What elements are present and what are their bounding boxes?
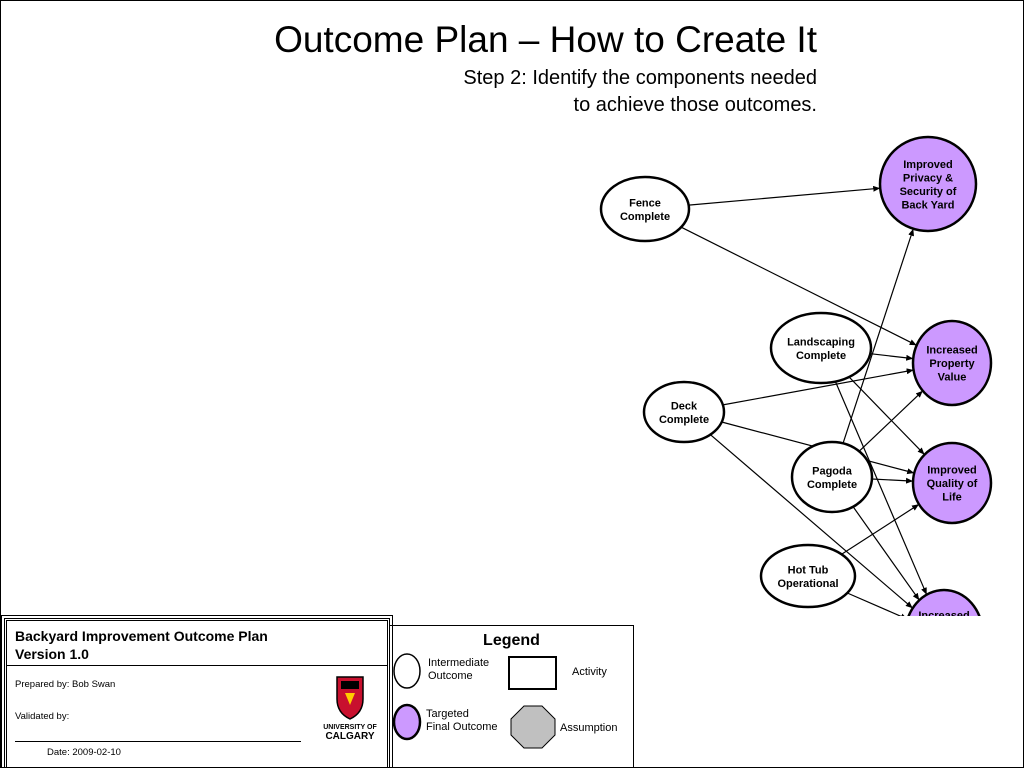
legend-title: Legend (483, 632, 540, 649)
node-fence-label-1: Complete (620, 211, 670, 223)
outcome-diagram: FenceCompleteLandscapingCompleteDeckComp… (599, 135, 993, 616)
node-privacy-label-3: Back Yard (901, 199, 954, 211)
node-deck-shape (642, 380, 726, 444)
node-property-shape (911, 319, 993, 407)
activity-symbol (508, 656, 557, 690)
edge-landscaping-to-property (870, 353, 914, 361)
edge-hottub-to-outdoor (847, 592, 908, 616)
plan-info-box: Backyard Improvement Outcome Plan Versio… (1, 615, 393, 767)
edge-pagoda-to-property (858, 390, 924, 452)
crest-icon: UNIVERSITY OF CALGARY (323, 676, 377, 742)
legend-assumption-label: Assumption (560, 722, 618, 734)
logo-text-1: UNIVERSITY OF (323, 724, 377, 731)
node-privacy-label-2: Security of (900, 186, 957, 198)
edge-deck-to-outdoor (709, 434, 914, 609)
edge-landscaping-to-outdoor (834, 381, 928, 595)
node-property-label-2: Value (938, 372, 967, 384)
legend-intermediate-line-2: Outcome (428, 670, 473, 682)
plan-title: Backyard Improvement Outcome Plan Versio… (15, 627, 268, 663)
legend-targeted-label: Targeted Final Outcome (426, 708, 498, 734)
node-privacy-label-0: Improved (903, 159, 953, 171)
edge-landscaping-to-quality (848, 376, 925, 456)
legend-intermediate-line-1: Intermediate (428, 657, 490, 669)
signature-line (15, 741, 301, 742)
subtitle-line-2: to achieve those outcomes. (573, 94, 817, 116)
node-fence-shape (599, 175, 691, 243)
subtitle-line-1: Step 2: Identify the components needed (463, 67, 817, 89)
info-divider (7, 665, 387, 666)
legend-intermediate-label: Intermediate Outcome (428, 657, 489, 683)
nodes-layer: FenceCompleteLandscapingCompleteDeckComp… (599, 135, 993, 616)
node-deck-label-0: Deck (671, 400, 698, 412)
node-quality-label-1: Quality of (927, 478, 978, 490)
node-pagoda-label-1: Complete (807, 479, 857, 491)
validated-by: Validated by: (15, 711, 70, 722)
plan-title-line-1: Backyard Improvement Outcome Plan (15, 628, 268, 644)
edge-pagoda-to-privacy (842, 228, 914, 444)
legend-symbols (392, 653, 557, 749)
legend-box: Legend Intermediate Outcome Activity Tar… (389, 625, 634, 767)
plan-version: Version 1.0 (15, 646, 89, 662)
node-landscaping-label-1: Complete (796, 350, 846, 362)
node-outdoor: IncreasedUsage ofOutdoorSpace (907, 588, 981, 616)
node-fence-label-0: Fence (629, 197, 661, 209)
legend-targeted-line-2: Final Outcome (426, 721, 498, 733)
node-property-label-0: Increased (926, 345, 977, 357)
node-quality-label-2: Life (942, 492, 962, 504)
edge-hottub-to-quality (841, 503, 920, 555)
node-hottub-label-1: Operational (777, 578, 838, 590)
node-outdoor-label-0: Increased (918, 610, 969, 616)
node-hottub-label-0: Hot Tub (788, 564, 829, 576)
prepared-by: Prepared by: Bob Swan (15, 679, 116, 690)
node-pagoda-shape (790, 440, 874, 514)
node-landscaping-shape (769, 311, 873, 385)
legend-activity-label: Activity (572, 666, 607, 678)
edge-deck-to-property (722, 368, 914, 406)
assumption-symbol (510, 705, 556, 749)
node-deck-label-1: Complete (659, 414, 709, 426)
node-quality-shape (911, 441, 993, 525)
node-hottub-shape (759, 543, 857, 609)
edge-fence-to-property (680, 226, 917, 346)
node-pagoda-label-0: Pagoda (812, 465, 853, 477)
page-subtitle: Step 2: Identify the components needed t… (463, 65, 817, 119)
node-privacy-label-1: Privacy & (903, 172, 953, 184)
edge-pagoda-to-outdoor (852, 506, 920, 601)
edge-fence-to-privacy (688, 185, 881, 206)
node-quality-label-0: Improved (927, 465, 977, 477)
node-property-label-1: Property (929, 358, 975, 370)
node-landscaping-label-0: Landscaping (787, 336, 855, 348)
legend-targeted-line-1: Targeted (426, 708, 469, 720)
node-privacy-shape (878, 135, 978, 233)
university-logo: UNIVERSITY OF CALGARY (319, 671, 381, 742)
plan-date: Date: 2009-02-10 (47, 747, 121, 758)
intermediate-outcome-symbol (393, 653, 421, 689)
final-outcome-symbol (392, 703, 422, 741)
node-outdoor-shape (907, 588, 981, 616)
page-title: Outcome Plan – How to Create It (274, 19, 817, 60)
logo-text-2: CALGARY (325, 731, 374, 741)
edge-pagoda-to-quality (871, 477, 914, 484)
